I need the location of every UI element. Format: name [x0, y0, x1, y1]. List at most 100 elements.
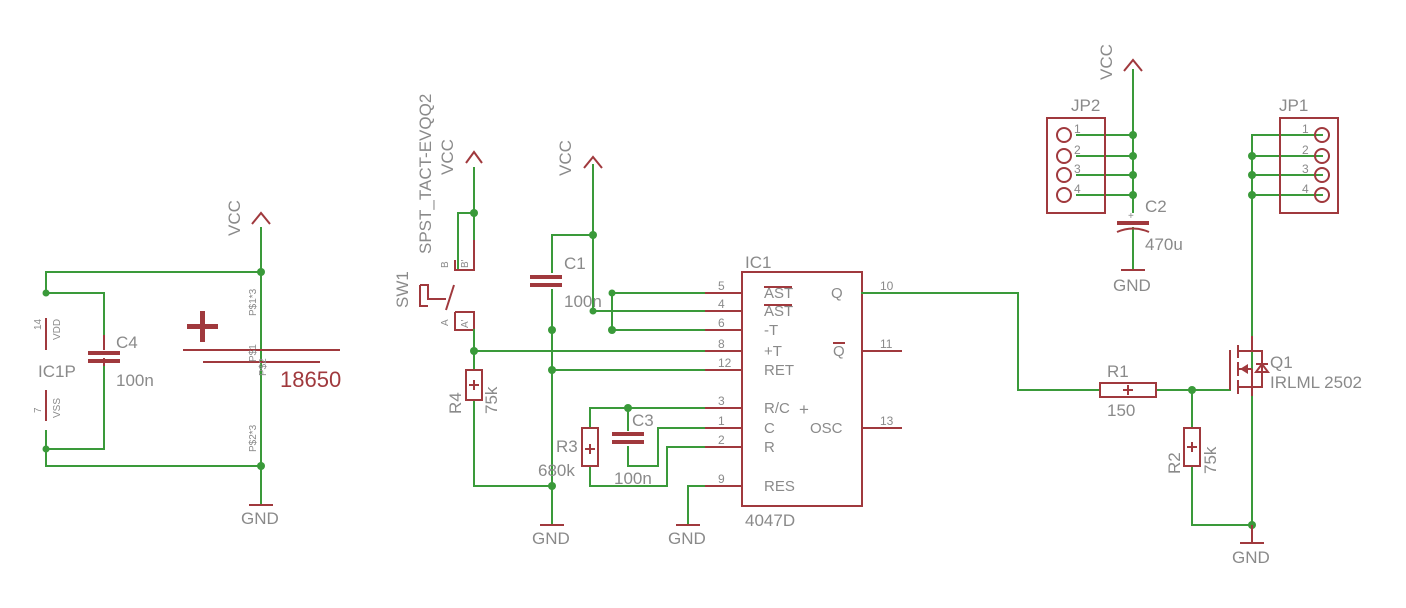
ic1-pin-number: 1: [718, 414, 725, 428]
c1-vcc-label: VCC: [556, 140, 575, 176]
jp1-pin-number: 2: [1302, 143, 1309, 157]
capacitor-c4: C4 100n: [88, 333, 154, 390]
ic1p-vss: VSS: [52, 398, 63, 418]
ic1-pin-number: 8: [718, 337, 725, 351]
c3-value: 100n: [614, 469, 652, 488]
jp2-pin-number: 2: [1074, 143, 1081, 157]
ic1-pin-number: 5: [718, 279, 725, 293]
ic1-pin-label: AST: [764, 303, 793, 320]
battery-pin2: P$2*3: [248, 424, 259, 452]
ic1-pin-label: -T: [764, 322, 778, 339]
resistor-r3: R3 680k: [538, 427, 599, 480]
jp2-name: JP2: [1071, 96, 1100, 115]
ic1-pin-number: 9: [718, 472, 725, 486]
c2-name: C2: [1145, 197, 1167, 216]
jp2-pin-number: 3: [1074, 162, 1081, 176]
ic1-pin-label: +T: [764, 343, 782, 360]
ic1p-vss-num: 7: [33, 407, 44, 413]
sw1-name: SW1: [393, 271, 412, 308]
jp1-pin-numbers: 1 2 3 4: [1302, 122, 1309, 196]
gnd-symbol-rc: GND: [532, 524, 570, 548]
c1-name: C1: [564, 254, 586, 273]
jp2-pin-numbers: 1 2 3 4: [1074, 122, 1081, 196]
gnd-symbol-output: GND: [1232, 525, 1270, 567]
gnd-symbol-jp2: GND: [1113, 269, 1151, 295]
vcc-symbol-jp2: VCC: [1097, 44, 1143, 80]
gnd-symbol-battery: GND: [241, 504, 279, 528]
c2-value: 470u: [1145, 235, 1183, 254]
capacitor-c2: + C2 470u: [1116, 197, 1183, 254]
vcc-symbol-battery: VCC: [225, 200, 271, 236]
ic1-rc-plus: +: [799, 400, 809, 419]
rc-gnd-label: GND: [532, 529, 570, 548]
sw1-pin-b2: B': [460, 259, 471, 268]
ic1-pin-number: 12: [718, 356, 732, 370]
c4-value: 100n: [116, 371, 154, 390]
ic1-pin-label: Q: [831, 285, 843, 302]
jp1-pin-number: 3: [1302, 162, 1309, 176]
battery-18650: P$1*3 P$2*3 P$1 P$2 18650: [183, 288, 341, 452]
q1-name: Q1: [1270, 353, 1293, 372]
jp2-pin-number: 4: [1074, 182, 1081, 196]
battery-section: VCC GND P$1*3 P$2*3 P$1 P$2 18650 14 VDD…: [33, 200, 341, 528]
battery-mid-b: P$2: [258, 358, 269, 376]
sw1-pin-a2: A': [460, 319, 471, 328]
resistor-r2: R2 75k: [1165, 427, 1220, 474]
capacitor-c3: C3 100n: [612, 411, 654, 488]
battery-label: 18650: [280, 367, 341, 392]
mosfet-q1: Q1 IRLML 2502: [1229, 335, 1362, 396]
r1-name: R1: [1107, 362, 1129, 381]
ic1-pin-number: 3: [718, 394, 725, 408]
jp1-pin-number: 4: [1302, 182, 1309, 196]
ic1-pin-label: R: [764, 439, 775, 456]
r2-value: 75k: [1201, 446, 1220, 474]
ic1-name: IC1: [745, 253, 771, 272]
sw1-pin-b: B: [440, 261, 451, 268]
jp2-gnd-label: GND: [1113, 276, 1151, 295]
battery-mid-a: P$1: [248, 344, 259, 362]
ic1-pin-number: 2: [718, 433, 725, 447]
ic1p-vdd: VDD: [52, 319, 63, 340]
r2-name: R2: [1165, 452, 1184, 474]
c4-name: C4: [116, 333, 138, 352]
jp2-section: VCC JP2 1 2 3 4 + C2 470u GND: [1046, 44, 1183, 295]
jp1-pin-number: 1: [1302, 122, 1309, 136]
switch-sw1: VCC B B' A A' SPST_TACT-EVQQ2 SW1: [393, 94, 483, 331]
jp2-vcc-label: VCC: [1097, 44, 1116, 80]
sw1-pin-a: A: [440, 319, 451, 326]
connector-jp2: JP2 1 2 3 4: [1046, 96, 1106, 214]
ic1-gnd-label: GND: [668, 529, 706, 548]
c1-value: 100n: [564, 292, 602, 311]
resistor-r1: R1 150: [1099, 362, 1157, 420]
ic1-pin-label: OSC: [810, 420, 843, 437]
ic1-pin-number: 4: [718, 297, 725, 311]
capacitor-c1: C1 100n: [530, 254, 602, 311]
ic1-part: 4047D: [745, 511, 795, 530]
ic1-pin-number: 11: [880, 337, 893, 351]
sw1-part: SPST_TACT-EVQQ2: [416, 94, 435, 254]
ic1p-name: IC1P: [38, 362, 76, 381]
ic1-pin-number: 13: [880, 414, 894, 428]
ic1-pin-label: AST: [764, 285, 793, 302]
c2-plus: +: [1128, 211, 1134, 222]
output-gnd-label: GND: [1232, 548, 1270, 567]
r4-value: 75k: [482, 386, 501, 414]
r1-value: 150: [1107, 401, 1135, 420]
sw1-vcc-label: VCC: [438, 139, 457, 175]
gnd-symbol-ic1: GND: [668, 524, 706, 548]
q1-part: IRLML 2502: [1270, 373, 1362, 392]
ic1p-power-pins: 14 VDD 7 VSS IC1P: [33, 318, 76, 421]
ic1-pin-label: RES: [764, 478, 795, 495]
ic1-pin-number: 6: [718, 316, 725, 330]
r3-name: R3: [556, 437, 578, 456]
r4-name: R4: [446, 392, 465, 414]
jp2-pin-number: 1: [1074, 122, 1081, 136]
ic1p-vdd-num: 14: [33, 318, 44, 330]
gnd-label: GND: [241, 509, 279, 528]
